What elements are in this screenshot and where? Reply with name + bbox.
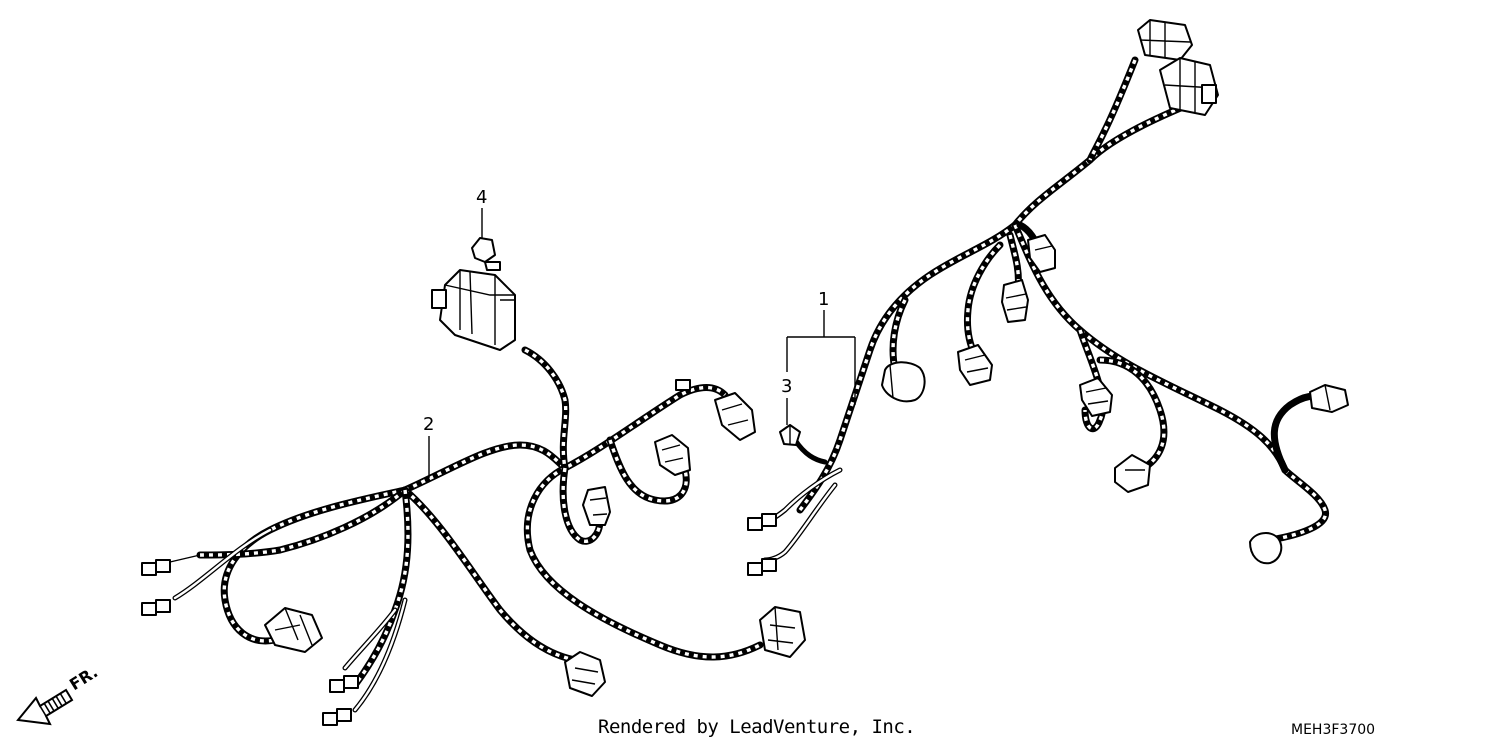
callout-4: 4	[476, 187, 487, 238]
round-sensor	[881, 361, 926, 403]
callout-4-label: 4	[476, 187, 487, 208]
front-direction-arrow-icon	[16, 688, 74, 726]
connector-l	[1309, 384, 1349, 413]
clip-part-3	[779, 424, 801, 446]
multi-pin-connector	[431, 269, 516, 351]
callout-1: 1	[786, 289, 856, 405]
connectors	[141, 19, 1349, 726]
connector-f	[264, 607, 323, 653]
terminal-pair-5	[747, 513, 777, 531]
terminal-pair-1	[141, 554, 201, 576]
callout-3-label: 3	[781, 376, 792, 397]
connector-g	[1027, 234, 1056, 273]
connector-top-1	[1137, 19, 1193, 61]
callout-1-label: 1	[818, 289, 829, 310]
terminal-leads	[759, 437, 843, 563]
connector-b	[654, 434, 691, 476]
connector-i	[957, 344, 993, 386]
connector-top-2	[1159, 57, 1219, 116]
round-sensor-right	[1249, 532, 1283, 565]
connector-a	[582, 486, 611, 526]
connector-c	[675, 379, 756, 441]
clip-part-4	[471, 237, 501, 271]
terminal-pair-4	[322, 708, 352, 726]
connector-e	[564, 651, 606, 697]
sub-harness	[196, 346, 764, 689]
sub-harness-leads	[172, 527, 408, 713]
callout-2: 2	[423, 414, 434, 478]
diagram-code: MEH3F3700	[1291, 722, 1376, 738]
callout-3: 3	[781, 376, 792, 425]
main-harness	[796, 56, 1329, 544]
callout-2-label: 2	[423, 414, 434, 435]
render-credit: Rendered by LeadVenture, Inc.	[598, 716, 916, 738]
connector-j	[1079, 377, 1113, 417]
terminal-pair-3	[329, 675, 359, 693]
connector-h	[1001, 279, 1029, 323]
terminal-pair-2	[141, 599, 171, 616]
connector-d	[759, 606, 806, 658]
terminal-pair-6	[747, 558, 777, 576]
connector-k	[1114, 454, 1151, 493]
